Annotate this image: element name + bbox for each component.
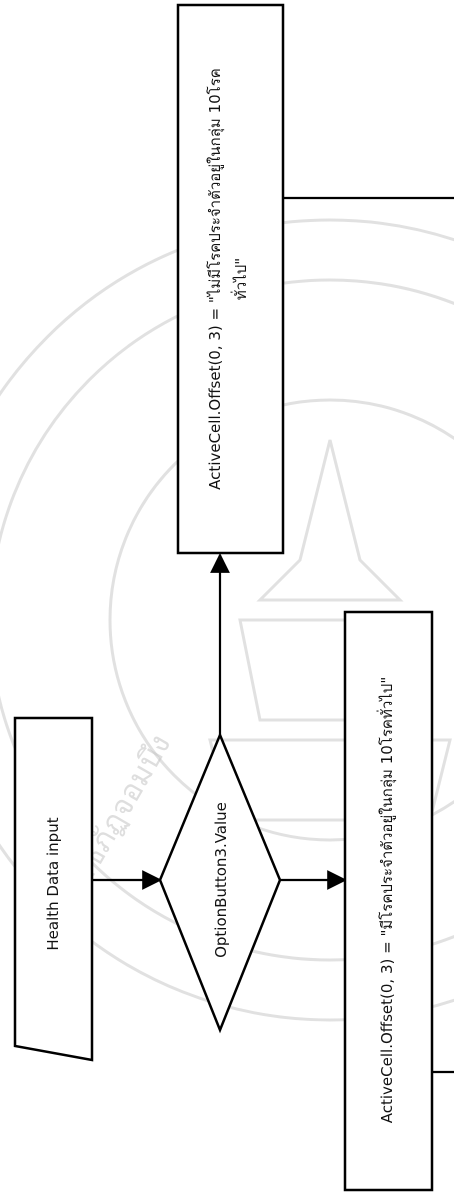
process-no-label-line1: ActiveCell.Offset(0, 3) = "ไม่มีโรคประจำ…	[206, 68, 225, 490]
process-no-node	[176, 3, 285, 555]
input-node-label: Health Data input	[44, 817, 62, 950]
input-node	[13, 716, 94, 1062]
decision-node	[158, 731, 282, 1034]
process-no-label-line2: ทั่วไป"	[230, 258, 250, 300]
process-yes-node	[343, 610, 434, 1192]
process-yes-label: ActiveCell.Offset(0, 3) = "มีโรคประจำตัว…	[376, 677, 397, 1123]
decision-node-label: OptionButton3.Value	[212, 802, 230, 958]
connectors	[92, 196, 454, 1074]
